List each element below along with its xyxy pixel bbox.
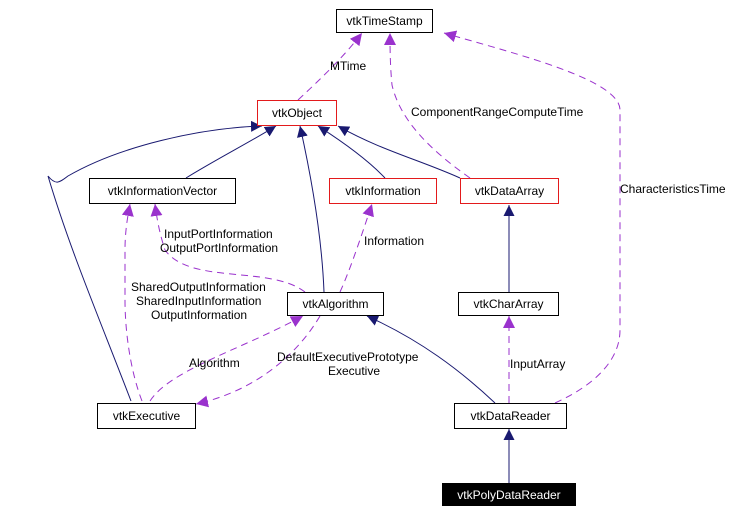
node-vtkinformationvector[interactable]: vtkInformationVector [89, 178, 236, 204]
edge-executive-to-infovector-shared [121, 203, 143, 402]
node-vtkinformation[interactable]: vtkInformation [329, 178, 437, 204]
label-input-array: InputArray [510, 357, 566, 371]
label-default-executive-prototype: DefaultExecutivePrototype [277, 350, 419, 364]
edge-infovector-to-object [185, 125, 277, 179]
edge-dataarray-to-object [337, 125, 461, 179]
label-component-range-compute-time: ComponentRangeComputeTime [411, 105, 584, 119]
node-vtkchararray[interactable]: vtkCharArray [458, 292, 559, 316]
node-vtkalgorithm[interactable]: vtkAlgorithm [287, 292, 384, 316]
node-vtkpolydatareader[interactable]: vtkPolyDataReader [442, 483, 576, 506]
node-vtktimestamp[interactable]: vtkTimeStamp [336, 9, 433, 33]
edge-executive-to-algorithm [149, 315, 304, 402]
label-shared-input-information: SharedInputInformation [136, 294, 262, 308]
edge-dataarray-to-timestamp [384, 32, 471, 179]
label-output-information: OutputInformation [151, 308, 248, 322]
node-vtkdatareader[interactable]: vtkDataReader [454, 403, 567, 429]
edge-information-to-object [317, 125, 386, 179]
edge-algorithm-to-object [297, 125, 325, 293]
edge-executive-to-object [47, 120, 263, 402]
node-vtkexecutive[interactable]: vtkExecutive [97, 403, 196, 429]
edge-algorithm-to-information [339, 203, 374, 293]
edge-datareader-to-timestamp [443, 30, 621, 404]
edge-algorithm-to-executive [195, 315, 321, 408]
label-mtime: MTime [330, 59, 367, 73]
label-characteristics-time: CharacteristicsTime [620, 182, 726, 196]
label-information: Information [364, 234, 425, 248]
label-executive: Executive [328, 364, 381, 378]
edge-datareader-to-algorithm [366, 315, 496, 404]
label-algorithm: Algorithm [189, 356, 240, 370]
label-output-port-information: OutputPortInformation [160, 241, 279, 255]
label-shared-output-information: SharedOutputInformation [131, 280, 266, 294]
label-input-port-information: InputPortInformation [164, 227, 273, 241]
node-vtkobject[interactable]: vtkObject [257, 100, 337, 126]
edge-object-to-timestamp-mtime [297, 32, 363, 101]
node-vtkdataarray[interactable]: vtkDataArray [460, 178, 559, 204]
